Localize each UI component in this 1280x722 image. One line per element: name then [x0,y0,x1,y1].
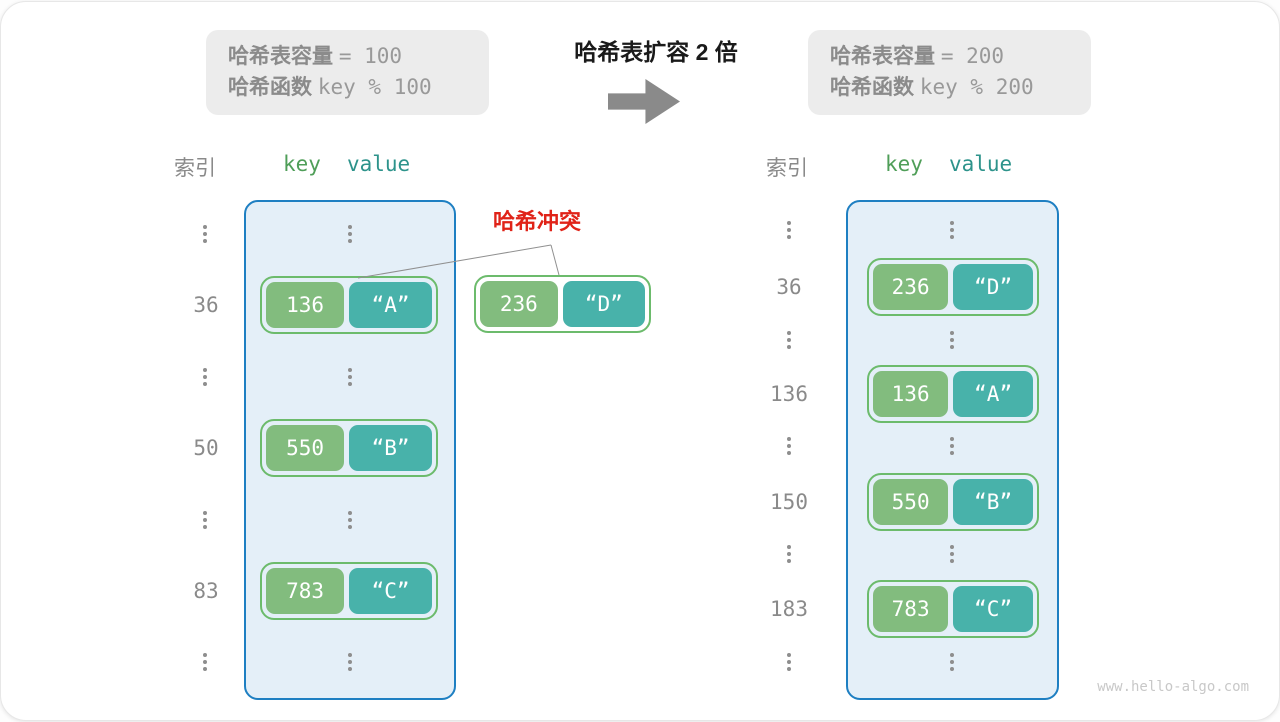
hash-capacity-before-box: 哈希表容量 = 100 哈希函数 key % 100 [206,30,489,115]
left-value-header: value [346,152,411,176]
pair-value: “D” [953,264,1033,310]
ellipsis-dots [348,653,352,657]
pair-key: 783 [873,586,949,632]
right-index-183: 183 [770,597,808,621]
left-index-header: 索引 [174,157,216,180]
left-key-header: key [283,152,321,176]
hash-capacity-after-box: 哈希表容量 = 200 哈希函数 key % 200 [808,30,1091,115]
ellipsis-dots [203,511,207,515]
pair-783-C: 783 “C” [867,580,1039,638]
ellipsis-dots [203,368,207,372]
hash-function-label: 哈希函数 [830,76,914,99]
pair-550-B: 550 “B” [260,419,438,477]
capacity-value: = 200 [940,44,1005,68]
right-value-header: value [948,152,1013,176]
ellipsis-dots [950,437,954,441]
ellipsis-dots [787,221,791,225]
pair-value: “C” [349,568,432,614]
ellipsis-dots [787,653,791,657]
ellipsis-dots [950,653,954,657]
hash-function-line: 哈希函数 key % 100 [228,72,489,103]
right-arrow-icon [608,79,680,124]
expand-title: 哈希表扩容 2 倍 [574,39,738,65]
hash-collision-label: 哈希冲突 [493,209,582,234]
pair-key: 550 [266,425,345,471]
website-watermark: www.hello-algo.com [1097,679,1249,695]
ellipsis-dots [348,511,352,515]
hash-function-label: 哈希函数 [228,76,312,99]
pair-key: 236 [480,281,558,327]
hash-function-value: key % 200 [919,75,1034,99]
pair-value: “C” [953,586,1033,632]
pair-key: 783 [266,568,345,614]
pair-value: “D” [562,281,645,327]
pair-key: 136 [873,371,949,417]
pair-783-C: 783 “C” [260,562,438,620]
pair-value: “A” [349,282,432,328]
capacity-label: 哈希表容量 [228,45,333,68]
ellipsis-dots [950,221,954,225]
ellipsis-dots [348,368,352,372]
capacity-line: 哈希表容量 = 200 [830,41,1091,72]
hash-function-line: 哈希函数 key % 200 [830,72,1091,103]
right-kv-header: key value [885,152,1012,176]
pair-key: 136 [266,282,345,328]
left-index-50: 50 [193,436,219,460]
ellipsis-dots [787,545,791,549]
ellipsis-dots [950,331,954,335]
right-index-136: 136 [770,382,808,406]
right-key-header: key [885,152,923,176]
ellipsis-dots [203,225,207,229]
ellipsis-dots [950,545,954,549]
right-index-150: 150 [770,490,808,514]
left-index-83: 83 [193,579,219,603]
ellipsis-dots [348,225,352,229]
left-kv-header: key value [283,152,410,176]
capacity-label: 哈希表容量 [830,45,935,68]
right-index-36: 36 [776,275,802,299]
pair-236-D: 236 “D” [867,258,1039,316]
left-index-36: 36 [193,293,219,317]
pair-value: “A” [953,371,1033,417]
pair-key: 550 [873,479,949,525]
pair-136-A: 136 “A” [260,276,438,334]
capacity-line: 哈希表容量 = 100 [228,41,489,72]
ellipsis-dots [787,331,791,335]
pair-value: “B” [349,425,432,471]
pair-key: 236 [873,264,949,310]
pair-550-B: 550 “B” [867,473,1039,531]
pair-value: “B” [953,479,1033,525]
pair-236-D-colliding: 236 “D” [474,275,651,333]
hash-function-value: key % 100 [317,75,432,99]
ellipsis-dots [787,437,791,441]
ellipsis-dots [203,653,207,657]
right-index-header: 索引 [766,157,808,180]
capacity-value: = 100 [338,44,403,68]
pair-136-A: 136 “A” [867,365,1039,423]
